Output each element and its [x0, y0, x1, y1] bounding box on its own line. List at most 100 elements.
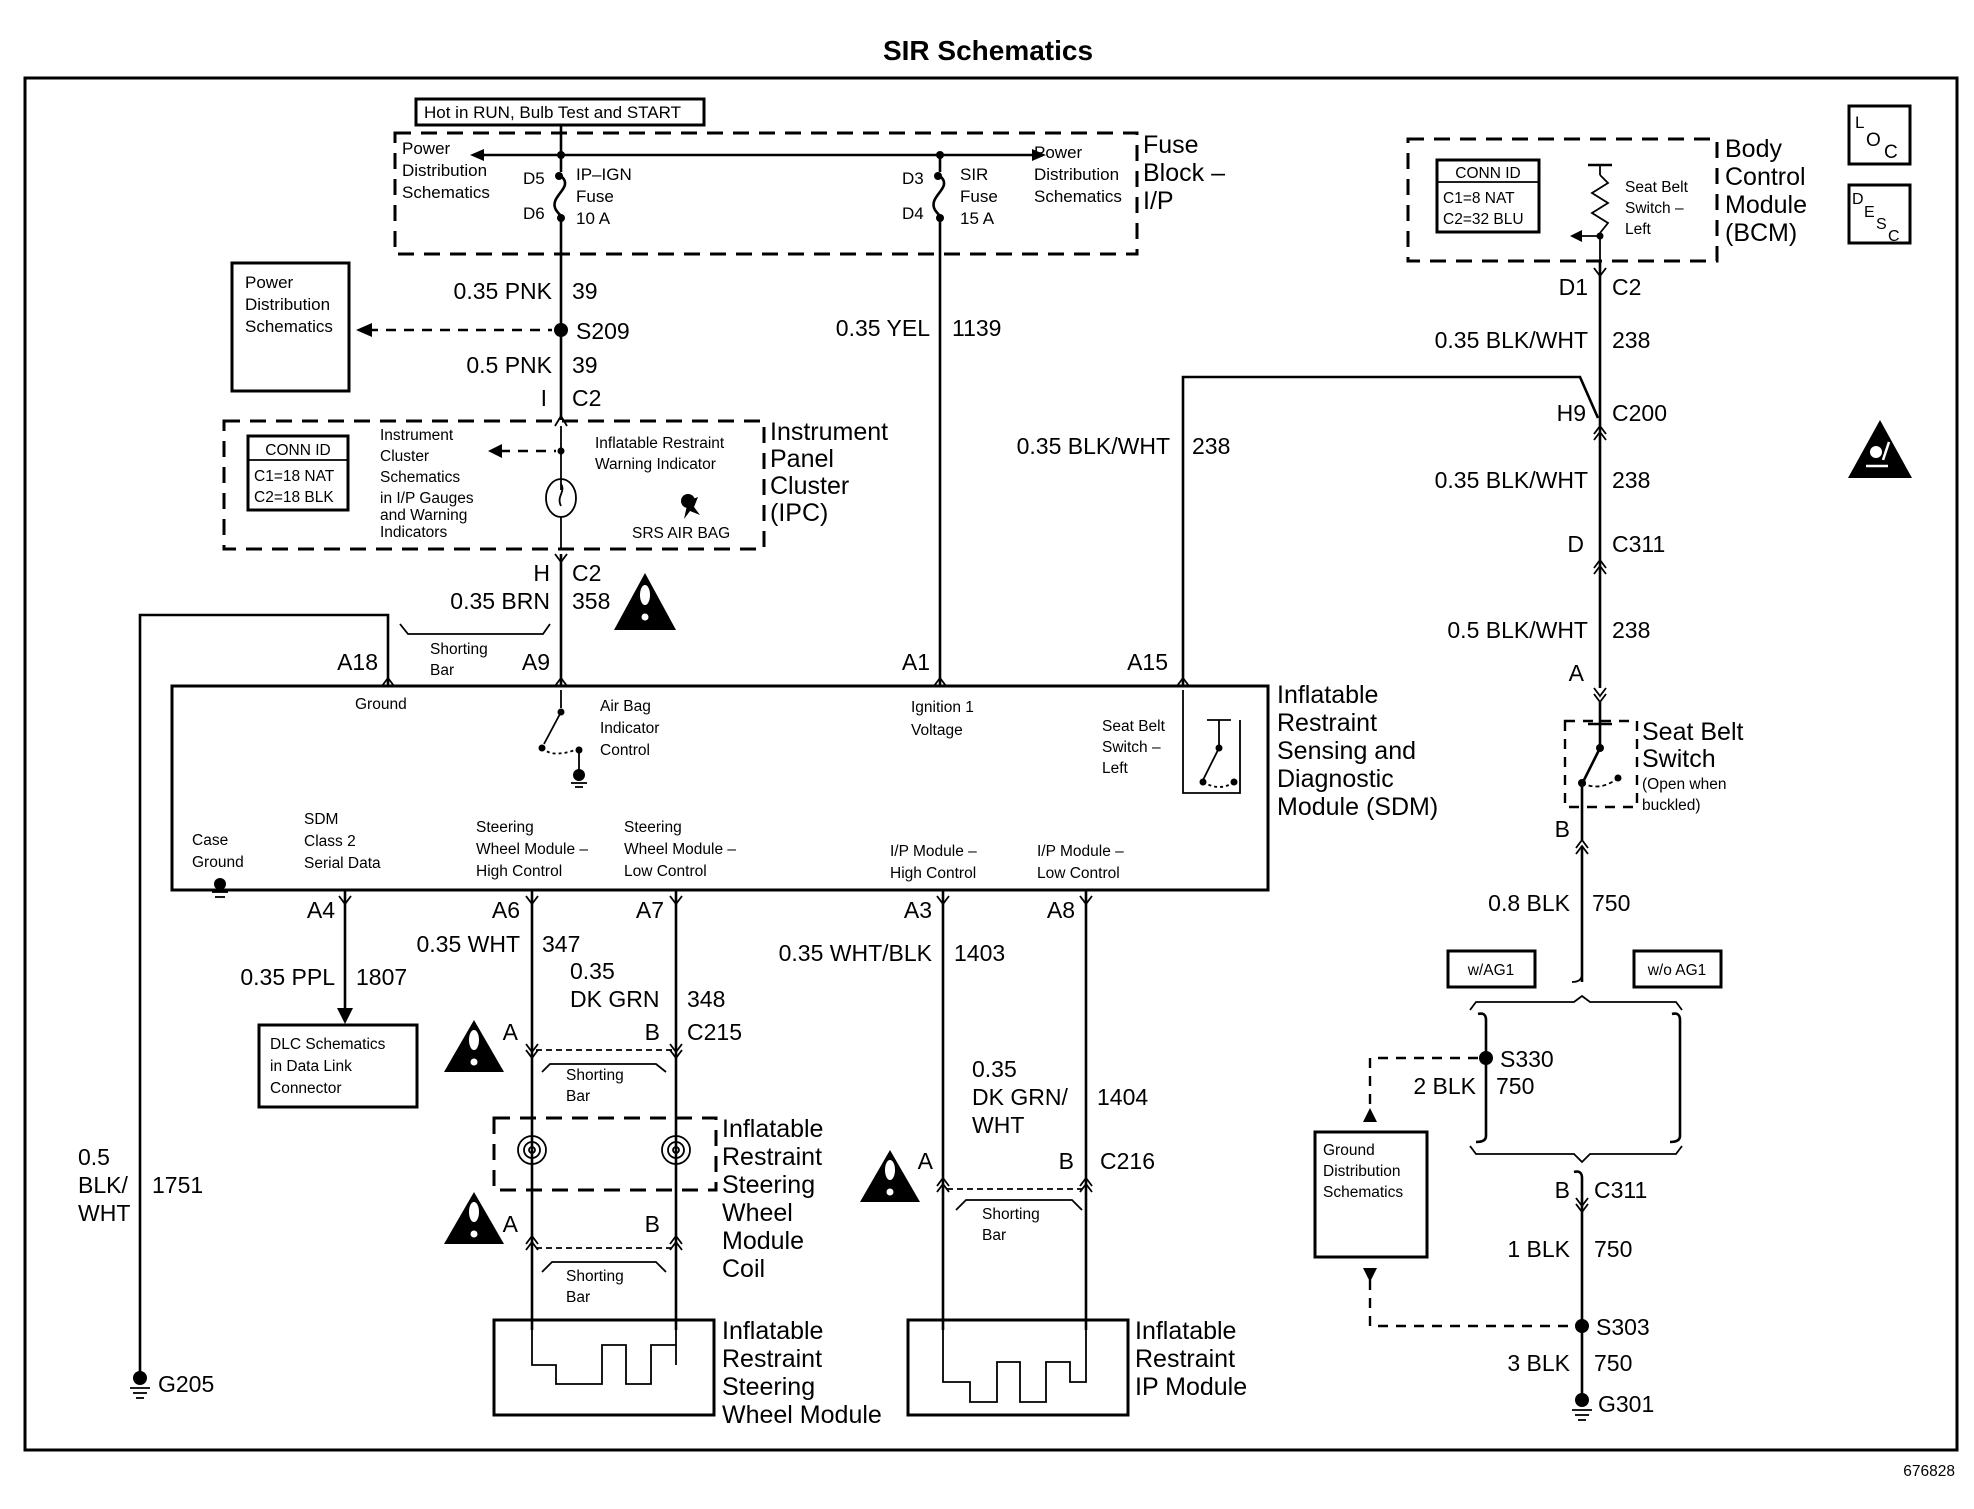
svg-text:238: 238	[1612, 327, 1650, 353]
svg-text:Warning Indicator: Warning Indicator	[595, 456, 716, 473]
splice-label: S209	[576, 318, 630, 344]
coil-label: Inflatable Restraint Steering Wheel Modu…	[722, 1115, 823, 1283]
svg-text:C2=32 BLU: C2=32 BLU	[1443, 211, 1524, 228]
svg-text:D4: D4	[902, 204, 924, 223]
svg-text:(BCM): (BCM)	[1725, 219, 1797, 247]
svg-text:Bar: Bar	[982, 1227, 1006, 1244]
svg-text:High Control: High Control	[890, 865, 976, 882]
wire-gauge-label: 0.35 PNK	[454, 278, 553, 304]
svg-text:IP–IGN: IP–IGN	[576, 165, 632, 184]
svg-text:Module: Module	[1725, 191, 1807, 219]
svg-text:D6: D6	[523, 204, 545, 223]
svg-text:A: A	[1569, 660, 1585, 686]
ground-distribution-ref-box[interactable]: Ground Distribution Schematics	[1313, 1130, 1429, 1259]
ipc-schematic-ref[interactable]: Instrument Cluster Schematics in I/P Gau…	[380, 427, 474, 541]
svg-text:0.35 WHT/BLK: 0.35 WHT/BLK	[779, 940, 933, 966]
arrow-down-icon	[1363, 1268, 1377, 1282]
power-dist-ref-right[interactable]: Power Distribution Schematics	[1034, 143, 1122, 206]
svg-text:Sensing and: Sensing and	[1277, 737, 1416, 765]
svg-text:C: C	[1888, 228, 1900, 245]
svg-text:0.35: 0.35	[972, 1056, 1017, 1082]
svg-text:10 A: 10 A	[576, 209, 611, 228]
svg-text:Switch –: Switch –	[1102, 739, 1161, 756]
svg-text:Schematics: Schematics	[1323, 1184, 1403, 1201]
svg-text:1404: 1404	[1097, 1084, 1148, 1110]
wire-1751-labels: 0.5 BLK/ WHT 1751	[78, 1144, 203, 1226]
squib-icon	[942, 1320, 1087, 1403]
srs-airbag-label: SRS AIR BAG	[632, 525, 730, 542]
steering-wheel-module-label: Inflatable Restraint Steering Wheel Modu…	[722, 1317, 882, 1429]
svg-text:Left: Left	[1625, 221, 1652, 238]
svg-text:15 A: 15 A	[960, 209, 995, 228]
svg-text:Diagnostic: Diagnostic	[1277, 765, 1394, 793]
svg-text:C311: C311	[1594, 1177, 1647, 1203]
svg-text:H9: H9	[1557, 400, 1586, 426]
arrow-down-icon	[337, 1008, 353, 1024]
loc-icon[interactable]: L O C	[1847, 104, 1912, 166]
svg-text:Control: Control	[1725, 163, 1806, 191]
seat-belt-switch-label: Seat Belt Switch (Open when buckled)	[1642, 718, 1744, 814]
power-distribution-ref-box[interactable]: Power Distribution Schematics	[230, 261, 351, 393]
svg-text:B: B	[1555, 816, 1570, 842]
svg-text:Steering: Steering	[624, 819, 682, 836]
svg-text:C216: C216	[1100, 1148, 1155, 1174]
svg-text:Module: Module	[722, 1227, 804, 1255]
svg-text:2 BLK: 2 BLK	[1413, 1073, 1476, 1099]
svg-text:750: 750	[1496, 1073, 1534, 1099]
svg-text:Shorting: Shorting	[566, 1268, 624, 1285]
svg-text:A3: A3	[904, 897, 932, 923]
ipc-indicator-label: Inflatable Restraint Warning Indicator	[595, 435, 725, 473]
svg-text:238: 238	[1612, 467, 1650, 493]
svg-text:WHT: WHT	[78, 1200, 130, 1226]
svg-text:A: A	[503, 1019, 519, 1045]
svg-text:A6: A6	[492, 897, 520, 923]
svg-text:A15: A15	[1127, 649, 1168, 675]
svg-text:A1: A1	[902, 649, 930, 675]
svg-text:Distribution: Distribution	[245, 295, 330, 314]
connector-symbol	[1593, 558, 1607, 575]
desc-icon[interactable]: D E S C	[1847, 183, 1912, 245]
dlc-ref-box[interactable]: DLC Schematics in Data Link Connector	[257, 1023, 419, 1109]
ipc-outline	[222, 419, 766, 551]
svg-text:Hot in RUN, Bulb Test and STAR: Hot in RUN, Bulb Test and START	[424, 103, 681, 122]
svg-text:C2: C2	[572, 385, 601, 411]
svg-text:Shorting: Shorting	[566, 1067, 624, 1084]
svg-text:Bar: Bar	[566, 1289, 590, 1306]
svg-text:Switch –: Switch –	[1625, 200, 1684, 217]
svg-text:Block –: Block –	[1143, 159, 1225, 187]
wire-blk-750-lower	[1573, 1170, 1584, 1400]
ipc-conn-id: CONN ID C1=18 NAT C2=18 BLK	[246, 434, 350, 512]
svg-text:D5: D5	[523, 169, 545, 188]
page-title: SIR Schematics	[883, 35, 1093, 66]
svg-text:(IPC): (IPC)	[770, 499, 828, 527]
svg-text:3 BLK: 3 BLK	[1507, 1350, 1570, 1376]
svg-text:1139: 1139	[952, 315, 1001, 341]
power-dist-ref-left[interactable]: Power Distribution Schematics	[402, 139, 490, 202]
option-bracket	[1469, 994, 1683, 1011]
svg-text:0.35 YEL: 0.35 YEL	[836, 315, 930, 341]
svg-text:Fuse: Fuse	[960, 187, 998, 206]
svg-text:Steering: Steering	[722, 1171, 815, 1199]
svg-text:S303: S303	[1596, 1314, 1650, 1340]
svg-text:347: 347	[542, 931, 580, 957]
svg-text:Inflatable: Inflatable	[1135, 1317, 1236, 1345]
shorting-bar	[955, 1199, 1083, 1211]
svg-text:0.35 BLK/WHT: 0.35 BLK/WHT	[1435, 327, 1588, 353]
splice-s303	[1575, 1319, 1589, 1333]
caution-icon	[860, 1150, 920, 1202]
svg-text:G301: G301	[1598, 1391, 1654, 1417]
airbag-service-icon[interactable]	[1848, 420, 1912, 478]
svg-text:B: B	[645, 1211, 660, 1237]
wire-blkwht-238-sdm	[1181, 375, 1600, 686]
ip-module-label: Inflatable Restraint IP Module	[1135, 1317, 1247, 1401]
svg-text:DK GRN: DK GRN	[570, 986, 659, 1012]
wire-blkwht-1751	[138, 613, 390, 1375]
svg-text:Air Bag: Air Bag	[600, 698, 651, 715]
clockspring-icon	[517, 1135, 691, 1165]
svg-text:Ground: Ground	[192, 854, 244, 871]
svg-text:S: S	[1876, 216, 1887, 233]
svg-text:B: B	[645, 1019, 660, 1045]
svg-text:Seat Belt: Seat Belt	[1102, 718, 1166, 735]
shorting-bar	[541, 1261, 667, 1273]
